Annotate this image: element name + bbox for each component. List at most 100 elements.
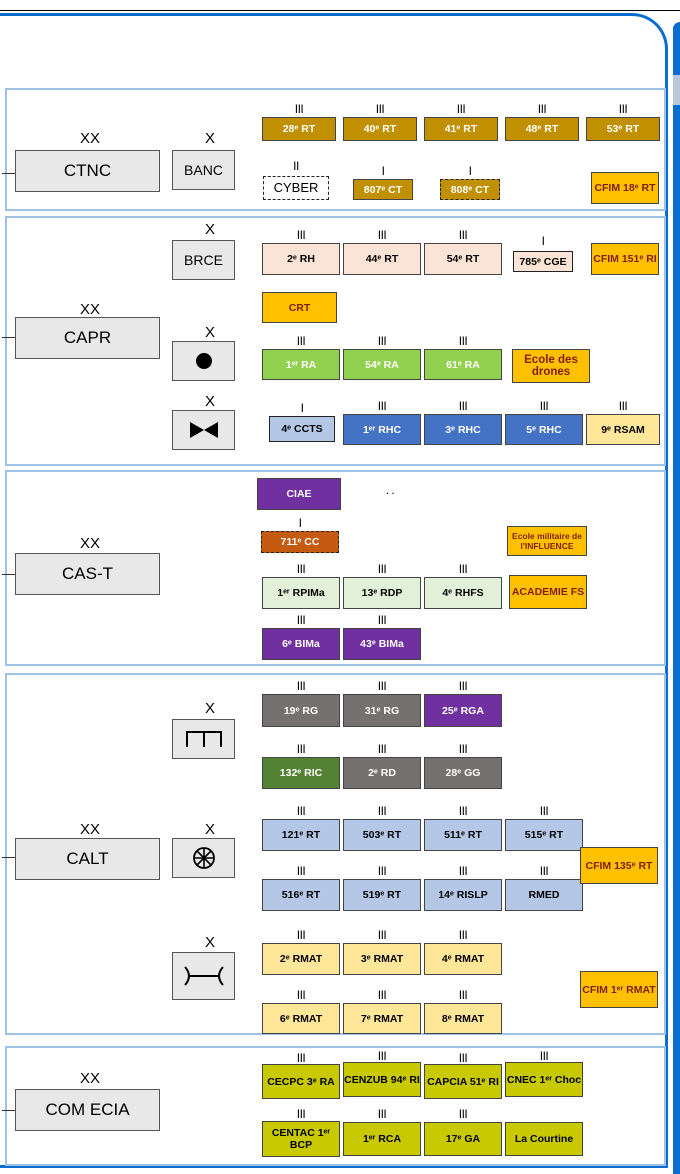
unit-4-ccts: 4ᵉ CCTS <box>269 416 335 442</box>
unit-41-rt: 41ᵉ RT <box>424 117 498 141</box>
unit-cfim-135-rt: CFIM 135ᵉ RT <box>580 847 658 884</box>
command-com-ecia: COM ECIA <box>15 1089 160 1131</box>
unit-54-rt: 54ᵉ RT <box>424 243 502 275</box>
unit-echelon: III <box>296 864 306 878</box>
unit-echelon: III <box>458 928 468 942</box>
unit-43-bima: 43ᵉ BIMa <box>343 628 421 660</box>
unit-cfim-18-rt: CFIM 18ᵉ RT <box>591 172 659 204</box>
section-cas-t: XX CAS-T CIAE . . I 711ᵉ CC Ecole milita… <box>2 470 666 666</box>
unit-44-rt: 44ᵉ RT <box>343 243 421 275</box>
unit-31-rg: 31ᵉ RG <box>343 694 421 727</box>
section-ctnc: XX CTNC X BANC III 28ᵉ RT III 40ᵉ RT III… <box>2 88 666 211</box>
unit-807-ct: 807ᵉ CT <box>353 179 413 200</box>
command-capr: CAPR <box>15 317 160 359</box>
unit-echelon: I <box>381 164 385 178</box>
connector-line <box>2 337 17 338</box>
section-com-ecia: XX COM ECIA III CECPC 3ᵉ RA III CENZUB 9… <box>2 1046 666 1166</box>
unit-echelon: III <box>294 102 304 116</box>
bowtie-icon <box>189 422 218 438</box>
unit-515-rt: 515ᵉ RT <box>505 819 583 851</box>
unit-echelon: III <box>539 1049 549 1063</box>
unit-echelon: III <box>377 1049 387 1063</box>
decorative-dots: . . <box>385 483 395 497</box>
unit-4-rhfs: 4ᵉ RHFS <box>424 577 502 609</box>
unit-echelon: III <box>458 399 468 413</box>
unit-echelon: III <box>458 988 468 1002</box>
unit-6-rmat: 6ᵉ RMAT <box>262 1003 340 1034</box>
unit-echelon: III <box>377 742 387 756</box>
unit-2-rmat: 2ᵉ RMAT <box>262 943 340 975</box>
unit-echelon: I <box>300 401 304 415</box>
unit-3-rmat: 3ᵉ RMAT <box>343 943 421 975</box>
brigade-aviation <box>172 410 235 450</box>
unit-14-rislp: 14ᵉ RISLP <box>424 879 502 911</box>
filled-circle-icon <box>195 353 212 369</box>
division-echelon: XX <box>79 535 100 552</box>
unit-54-ra: 54ᵉ RA <box>343 349 421 380</box>
brigade-maintenance <box>172 952 235 1000</box>
unit-9-rsam: 9ᵉ RSAM <box>586 414 660 445</box>
unit-echelon: II <box>293 159 299 173</box>
top-rule <box>0 10 680 11</box>
section-calt: XX CALT X X X III 19ᵉ RG III 31ᵉ RG III … <box>2 673 666 1035</box>
unit-echelon: III <box>296 228 306 242</box>
unit-echelon: III <box>377 679 387 693</box>
unit-1-rpima: 1ᵉʳ RPIMa <box>262 577 340 609</box>
unit-echelon: I <box>298 516 302 530</box>
engineer-icon <box>185 731 222 747</box>
right-frame-strip-highlight <box>673 75 680 105</box>
unit-echelon: III <box>458 562 468 576</box>
command-cas-t: CAS-T <box>15 553 160 595</box>
section-capr: XX CAPR X BRCE X X III 2ᵉ RH III 44ᵉ RT … <box>2 216 666 466</box>
unit-echelon: III <box>296 334 306 348</box>
brigade-artillery <box>172 341 235 381</box>
command-ctnc: CTNC <box>15 150 160 192</box>
unit-echelon: III <box>537 102 547 116</box>
unit-echelon: III <box>458 228 468 242</box>
unit-echelon: III <box>377 228 387 242</box>
unit-echelon: III <box>296 928 306 942</box>
connector-line <box>2 857 17 858</box>
unit-1-rca: 1ᵉʳ RCA <box>343 1122 421 1156</box>
unit-echelon: III <box>296 742 306 756</box>
unit-echelon: III <box>456 102 466 116</box>
unit-2-rd: 2ᵉ RD <box>343 757 421 789</box>
unit-echelon: III <box>377 864 387 878</box>
brigade-echelon: X <box>204 821 215 838</box>
unit-25-rga: 25ᵉ RGA <box>424 694 502 727</box>
signal-wheel-icon <box>192 847 215 869</box>
unit-crt: CRT <box>262 292 337 323</box>
unit-503-rt: 503ᵉ RT <box>343 819 421 851</box>
unit-516-rt: 516ᵉ RT <box>262 879 340 911</box>
brigade-engineer <box>172 719 235 759</box>
unit-rmed: RMED <box>505 879 583 911</box>
unit-echelon: III <box>296 988 306 1002</box>
unit-28-gg: 28ᵉ GG <box>424 757 502 789</box>
division-echelon: XX <box>79 821 100 838</box>
brigade-echelon: X <box>204 934 215 951</box>
unit-echelon: III <box>296 562 306 576</box>
unit-711-cc: 711ᵉ CC <box>261 531 339 553</box>
unit-echelon: III <box>296 679 306 693</box>
unit-echelon: III <box>458 1107 468 1121</box>
unit-cfim-151-ri: CFIM 151ᵉ RI <box>591 243 659 275</box>
unit-echelon: III <box>458 679 468 693</box>
unit-echelon: III <box>618 399 628 413</box>
connector-line <box>2 574 17 575</box>
brigade-echelon: X <box>204 130 215 147</box>
division-echelon: XX <box>79 301 100 318</box>
unit-echelon: III <box>296 1107 306 1121</box>
brigade-echelon: X <box>204 221 215 238</box>
division-echelon: XX <box>79 1070 100 1087</box>
unit-511-rt: 511ᵉ RT <box>424 819 502 851</box>
unit-echelon: III <box>539 864 549 878</box>
unit-echelon: III <box>618 102 628 116</box>
brigade-echelon: X <box>204 700 215 717</box>
unit-785-cge: 785ᵉ CGE <box>513 251 573 272</box>
unit-7-rmat: 7ᵉ RMAT <box>343 1003 421 1034</box>
unit-cyber: CYBER <box>263 176 329 200</box>
unit-808-ct: 808ᵉ CT <box>440 179 500 200</box>
unit-echelon: III <box>296 613 306 627</box>
unit-echelon: III <box>377 399 387 413</box>
unit-ciae: CIAE <box>257 478 341 510</box>
